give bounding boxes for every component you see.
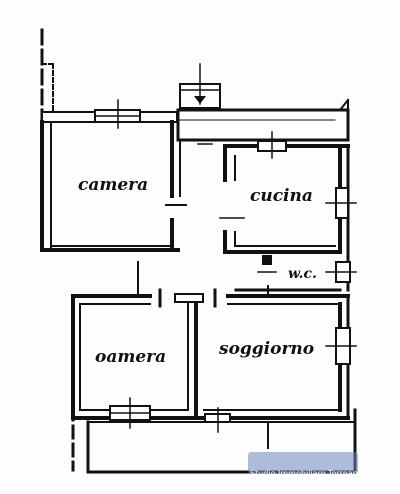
room-label-soggiorno: soggiorno	[218, 339, 314, 359]
watermark-logo-block	[248, 452, 358, 474]
wall-soggiorno	[194, 294, 357, 433]
door-marks	[165, 143, 277, 273]
window-camera-bottom	[109, 397, 151, 429]
window-cucina-right	[325, 187, 357, 219]
watermark-text: Studio Immobiliare Torreano	[250, 469, 363, 478]
room-label-camera-bottom: oamera	[95, 347, 166, 367]
wall-corridor-middle	[71, 261, 350, 308]
wall-top-corridor	[176, 63, 350, 142]
watermark: Studio Immobiliare Torreano	[248, 452, 363, 478]
window-camera-top	[94, 99, 141, 129]
wall-wc	[234, 255, 357, 297]
window-cucina-top	[257, 131, 287, 159]
room-label-cucina: cucina	[250, 186, 313, 206]
room-label-camera-top: camera	[78, 175, 148, 195]
room-label-wc: w.c.	[288, 266, 317, 282]
